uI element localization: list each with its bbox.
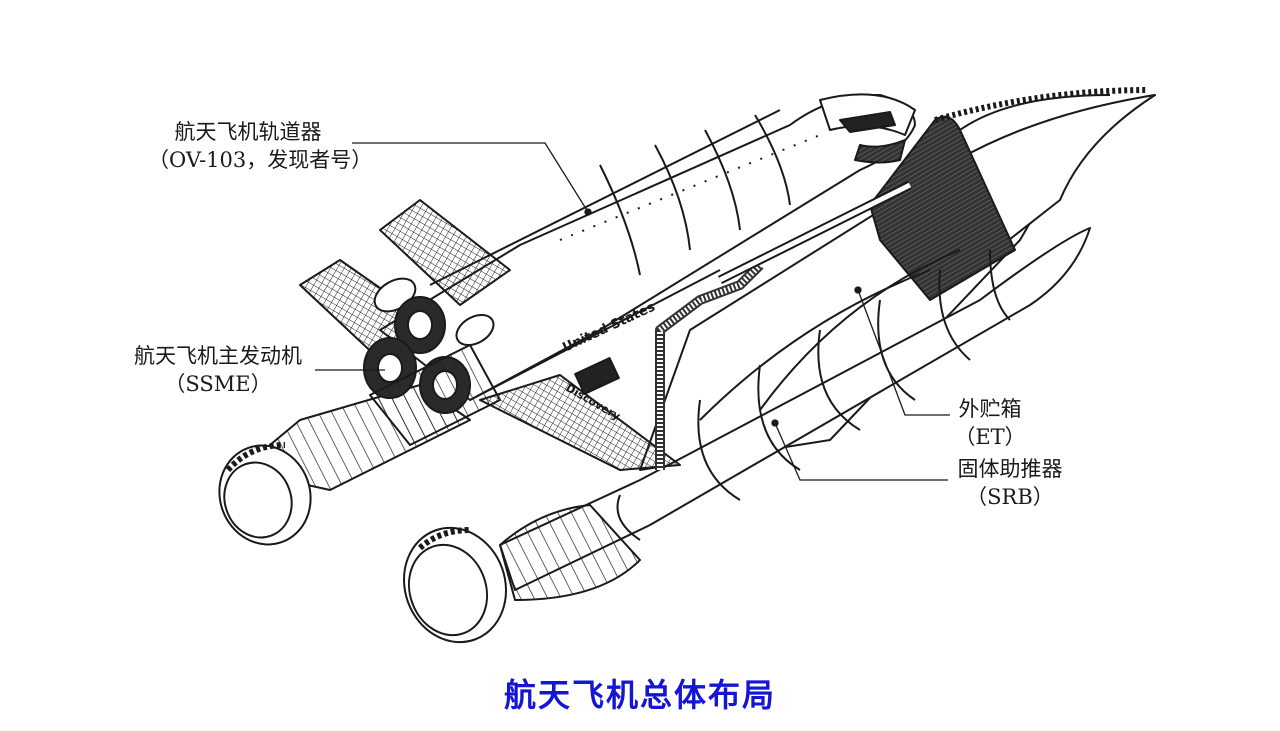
leader-dot-et (854, 286, 862, 294)
feed-line (655, 180, 913, 470)
ssme-label: 航天飞机主发动机 （SSME） (118, 342, 318, 398)
leader-line-et (857, 289, 950, 416)
orbiter (299, 93, 916, 471)
srb-label-sub: （SRB） (966, 485, 1054, 509)
orbiter-label-name: 航天飞机轨道器 (174, 120, 322, 144)
ssme-label-name: 航天飞机主发动机 (134, 344, 302, 368)
ssme-label-sub: （SSME） (164, 372, 272, 396)
figure-caption: 航天飞机总体布局 (503, 676, 776, 714)
orbiter-label-sub: （OV-103，发现者号） (148, 148, 373, 172)
solid-rocket-booster (402, 227, 1091, 644)
srb-label-name: 固体助推器 (957, 457, 1063, 481)
leader-dot-orbiter (584, 208, 592, 216)
orbiter-label: 航天飞机轨道器 （OV-103，发现者号） (148, 118, 373, 174)
et-label: 外贮箱 （ET） (940, 395, 1040, 451)
leader-line-orbiter (352, 142, 589, 213)
external-tank (639, 87, 1156, 471)
et-label-sub: （ET） (954, 425, 1026, 449)
leader-line-srb (774, 422, 948, 481)
leader-dot-srb (771, 419, 779, 427)
srb-label: 固体助推器 （SRB） (940, 455, 1080, 511)
et-label-name: 外贮箱 (958, 397, 1022, 421)
